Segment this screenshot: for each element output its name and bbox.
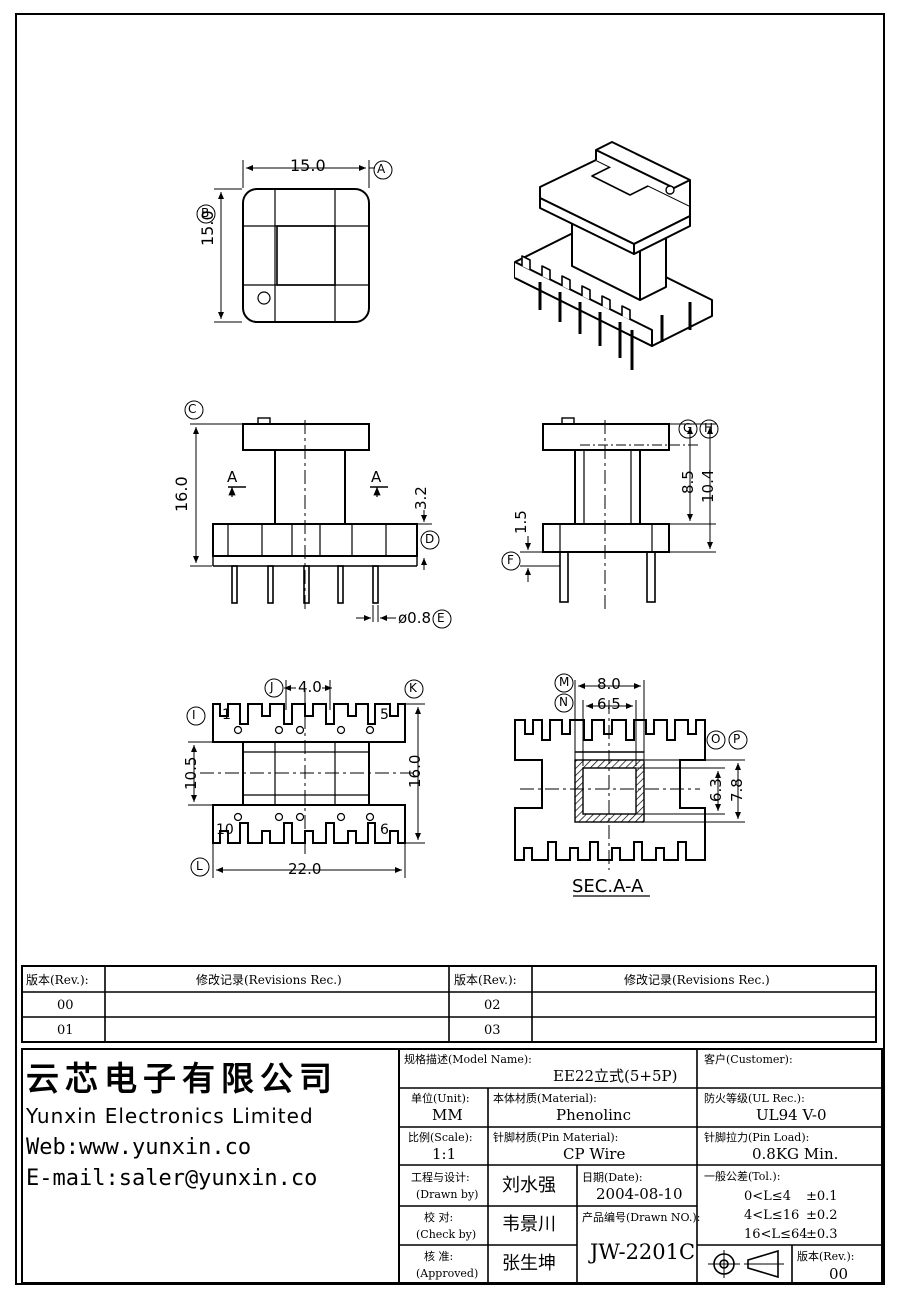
dim-top-width: 15.0 [290, 156, 326, 175]
marker-o: O [711, 732, 721, 746]
marker-f: F [507, 553, 514, 567]
unit: MM [432, 1106, 463, 1124]
unit-label: 单位(Unit): [411, 1092, 470, 1105]
side-view [501, 417, 719, 610]
pin-material: CP Wire [563, 1145, 626, 1163]
title-block-grid [21, 1048, 883, 1284]
scale-label: 比例(Scale): [408, 1131, 473, 1144]
check-label-cn: 校 对: [424, 1211, 454, 1224]
top-view [196, 160, 393, 323]
pin-number-1: 1 [222, 707, 231, 723]
company-name-cn: 云芯电子有限公司 [26, 1059, 338, 1098]
dim-flange-thickness: 3.2 [412, 486, 430, 510]
dim-side-1-5: 1.5 [512, 510, 530, 534]
pin-number-5: 5 [380, 707, 389, 723]
dim-side-10-4: 10.4 [699, 469, 717, 503]
dim-pin-pitch: 4.0 [298, 678, 322, 696]
section-title: SEC.A-A [572, 876, 644, 897]
ul-label: 防火等级(UL Rec.): [704, 1092, 805, 1105]
rev-row-00: 00 [57, 998, 74, 1013]
revision-table-grid [21, 965, 877, 1043]
pin-number-10: 10 [216, 822, 234, 838]
section-mark-right: A [371, 468, 382, 486]
approved-label-en: (Approved) [416, 1267, 479, 1280]
marker-m: M [559, 675, 570, 689]
date-label: 日期(Date): [582, 1171, 643, 1184]
rev-header-right: 版本(Rev.): [454, 973, 517, 987]
pin-load: 0.8KG Min. [752, 1145, 839, 1163]
pin-load-label: 针脚拉力(Pin Load): [704, 1131, 810, 1144]
rec-header-right: 修改记录(Revisions Rec.) [624, 973, 770, 987]
drawing-number-label: 产品编号(Drawn NO.): [582, 1211, 701, 1224]
marker-a: A [377, 162, 386, 176]
approved-by: 张生坤 [502, 1253, 556, 1274]
drawing-number: JW-2201C [590, 1240, 696, 1264]
dim-section-6-3: 6.3 [707, 778, 725, 802]
dim-section-6-5: 6.5 [597, 695, 621, 713]
marker-c: C [188, 402, 197, 416]
dim-front-height: 16.0 [172, 476, 191, 512]
dim-bottom-10-5: 10.5 [182, 756, 200, 790]
model-name-label: 规格描述(Model Name): [404, 1053, 532, 1066]
material-label: 本体材质(Material): [493, 1092, 597, 1105]
pin-number-6: 6 [380, 822, 389, 838]
dim-bottom-22-0: 22.0 [288, 860, 322, 878]
pin-material-label: 针脚材质(Pin Material): [493, 1131, 619, 1144]
tolerance-label: 一般公差(Tol.): [704, 1170, 781, 1183]
material: Phenolinc [556, 1106, 631, 1124]
company-email: E-mail:saler@yunxin.co [26, 1166, 318, 1191]
rec-header-left: 修改记录(Revisions Rec.) [196, 973, 342, 987]
dim-bottom-16-0: 16.0 [406, 754, 424, 788]
section-mark-left: A [227, 468, 238, 486]
ul-rating: UL94 V-0 [756, 1106, 827, 1124]
marker-e: E [437, 611, 445, 625]
marker-d: D [425, 532, 435, 546]
checked-by: 韦景川 [502, 1214, 556, 1235]
marker-j: J [270, 680, 274, 694]
tolerance-range-1: 0<L≤4 [744, 1189, 791, 1204]
tolerance-range-3: 16<L≤64 [744, 1227, 808, 1242]
marker-k: K [409, 681, 417, 695]
dim-section-7-8: 7.8 [728, 778, 746, 802]
check-label-en: (Check by) [416, 1228, 477, 1241]
tolerance-range-2: 4<L≤16 [744, 1208, 800, 1223]
drawn-label-en: (Drawn by) [416, 1188, 479, 1201]
customer-label: 客户(Customer): [704, 1053, 793, 1066]
date: 2004-08-10 [596, 1185, 683, 1203]
company-web: Web:www.yunxin.co [26, 1135, 252, 1160]
rev-header-left: 版本(Rev.): [26, 973, 89, 987]
revision: 00 [829, 1265, 849, 1283]
projection-symbol [708, 1249, 784, 1279]
bottom-view [186, 678, 425, 878]
marker-n: N [559, 695, 568, 709]
approved-label-cn: 核 准: [424, 1250, 454, 1263]
marker-i: I [192, 708, 196, 722]
tolerance-value-2: ±0.2 [806, 1208, 838, 1223]
tolerance-value-3: ±0.3 [806, 1227, 838, 1242]
drawn-label-cn: 工程与设计: [411, 1171, 470, 1184]
dim-pin-diameter: ø0.8 [398, 609, 432, 627]
marker-h: H [704, 421, 714, 435]
front-view [184, 400, 452, 629]
revision-label: 版本(Rev.): [797, 1250, 855, 1263]
section-view [514, 673, 748, 897]
dim-side-8-5: 8.5 [679, 470, 697, 494]
rev-row-03: 03 [484, 1023, 501, 1038]
rev-row-01: 01 [57, 1023, 74, 1038]
tolerance-value-1: ±0.1 [806, 1189, 838, 1204]
marker-g: G [683, 421, 693, 435]
dim-section-8-0: 8.0 [597, 675, 621, 693]
rev-row-02: 02 [484, 998, 501, 1013]
drawn-by: 刘水强 [502, 1175, 556, 1196]
marker-p: P [733, 732, 741, 746]
dim-top-height: 15.0 [198, 210, 217, 246]
model-name: EE22立式(5+5P) [553, 1067, 678, 1085]
marker-l: L [196, 859, 203, 873]
isometric-view [514, 141, 713, 370]
scale: 1:1 [432, 1145, 457, 1163]
marker-b: B [201, 206, 210, 220]
company-name-en: Yunxin Electronics Limited [26, 1104, 314, 1128]
